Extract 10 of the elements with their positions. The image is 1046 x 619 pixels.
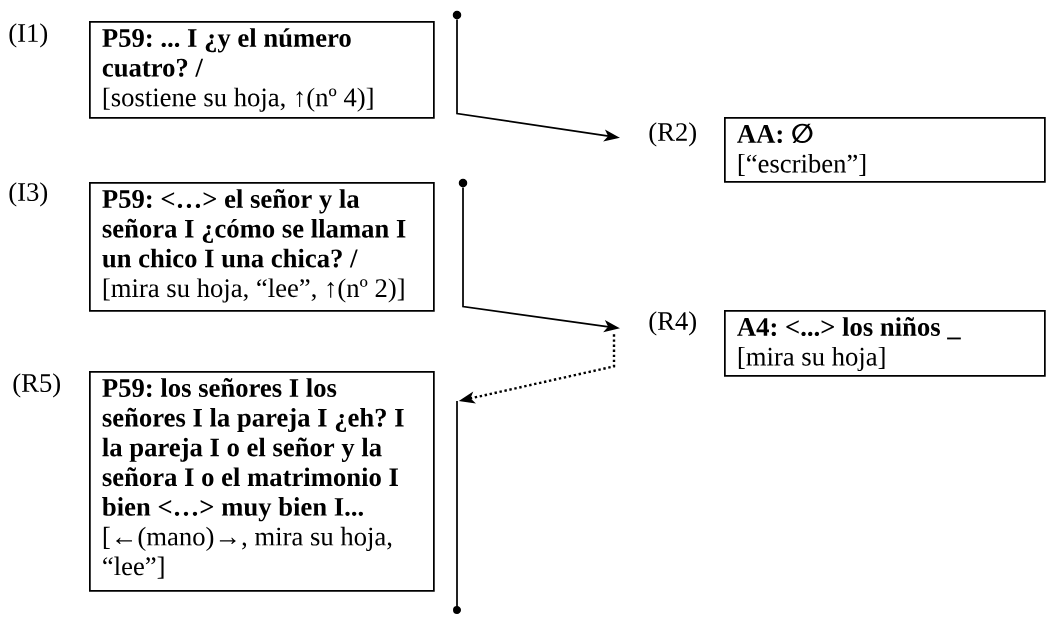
- turn-label: (R2): [649, 122, 696, 147]
- utterance-box: P59: ... I ¿y el número cuatro? / [sostiene su hoja, ↑(nº 4)]: [89, 21, 435, 119]
- utterance-box: P59: los señores I los señores I la pareja I ¿eh? I la pareja I o el señor y la señora I o el matrimonio I bien <…> muy bien I... [←(mano)→, mira su hoja, “lee”]: [89, 371, 435, 592]
- turn-label: (R4): [649, 311, 696, 336]
- utterance-box: P59: <…> el señor y la señora I ¿cómo se llaman I un chico I una chica? / [mira su hoja, “lee”, ↑(nº 2)]: [89, 182, 435, 312]
- utterance-box: A4: <...> los niños _ [mira su hoja]: [724, 310, 1046, 377]
- utterance-box: AA: ∅ [“escriben”]: [724, 117, 1046, 183]
- turn-label: (R5): [13, 373, 60, 398]
- turn-label: (I3): [9, 182, 48, 207]
- turn-label: (I1): [9, 23, 48, 48]
